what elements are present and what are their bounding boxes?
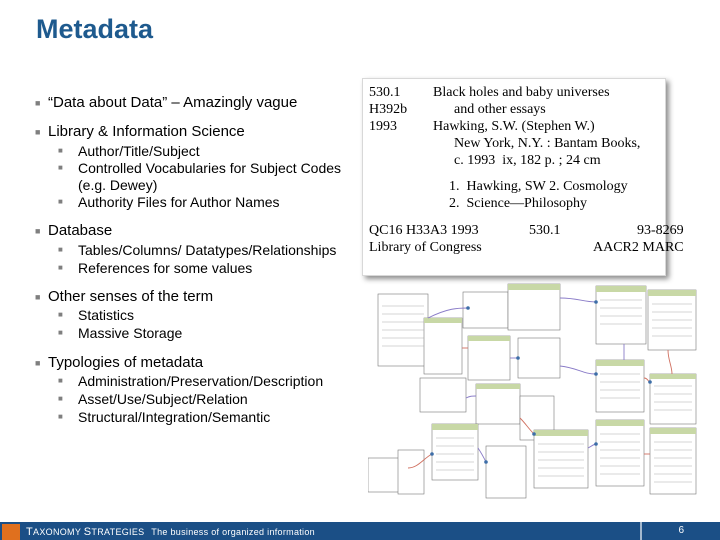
bullet-text: Database	[48, 222, 113, 239]
bullet-text: “Data about Data” – Amazingly vague	[48, 94, 298, 111]
sub-bullet-text: Structural/Integration/Semantic	[78, 409, 271, 425]
footer-text: TAXONOMY STRATEGIES The business of orga…	[26, 526, 315, 538]
square-bullet-icon: ■	[35, 98, 41, 108]
brand-initial-2: S	[83, 526, 92, 538]
square-bullet-icon: ■	[58, 163, 63, 172]
sub-bullet-text: References for some values	[78, 260, 253, 276]
bullet-text: Other senses of the term	[48, 288, 214, 305]
square-bullet-icon: ■	[58, 394, 63, 403]
footer-tagline: The business of organized information	[151, 527, 315, 537]
footer-bar: TAXONOMY STRATEGIES The business of orga…	[0, 522, 720, 540]
card-description: Black holes and baby universes and other…	[433, 85, 641, 168]
square-bullet-icon: ■	[58, 376, 63, 385]
page-number: 6	[678, 525, 684, 536]
sub-bullet-text: Massive Storage	[78, 325, 183, 341]
square-bullet-icon: ■	[35, 127, 41, 137]
sub-bullet-text: Administration/Preservation/Description	[78, 373, 324, 389]
card-lc-line: QC16 H33A3 1993 Library of Congress	[369, 223, 482, 255]
sub-bullet-text: Tables/Columns/ Datatypes/Relationships	[78, 242, 337, 258]
sub-bullet-text: (e.g. Dewey)	[78, 177, 158, 193]
brand-word-2: TRATEGIES	[91, 527, 145, 537]
sub-bullet-text: Statistics	[78, 307, 135, 323]
sub-bullet-text: Controlled Vocabularies for Subject Code…	[78, 160, 342, 176]
card-call-number: 530.1 H392b 1993	[369, 85, 408, 134]
bullet-text: Library & Information Science	[48, 123, 245, 140]
square-bullet-icon: ■	[58, 412, 63, 421]
card-dewey: 530.1	[529, 223, 561, 238]
square-bullet-icon: ■	[58, 146, 63, 155]
brand-word-1: AXONOMY	[33, 527, 84, 537]
slide-title: Metadata	[36, 14, 154, 44]
sub-bullet-text: Asset/Use/Subject/Relation	[78, 391, 248, 407]
square-bullet-icon: ■	[35, 358, 41, 368]
square-bullet-icon: ■	[58, 328, 63, 337]
sub-bullet-text: Authority Files for Author Names	[78, 194, 280, 210]
sub-bullet-text: Author/Title/Subject	[78, 143, 200, 159]
brand-logo-icon	[2, 524, 20, 540]
footer-divider	[640, 522, 642, 540]
bullet-text: Typologies of metadata	[48, 354, 204, 371]
database-schema-diagram	[368, 283, 697, 499]
card-lccn: 93-8269 AACR2 MARC	[593, 223, 684, 255]
brand-initial-1: T	[26, 526, 34, 538]
square-bullet-icon: ■	[58, 310, 63, 319]
square-bullet-icon: ■	[58, 197, 63, 206]
square-bullet-icon: ■	[35, 292, 41, 302]
square-bullet-icon: ■	[58, 245, 63, 254]
library-catalog-card: 530.1 H392b 1993 Black holes and baby un…	[362, 78, 684, 276]
card-subjects: 1. Hawking, SW 2. Cosmology 2. Science—P…	[449, 179, 628, 211]
square-bullet-icon: ■	[58, 263, 63, 272]
square-bullet-icon: ■	[35, 226, 41, 236]
